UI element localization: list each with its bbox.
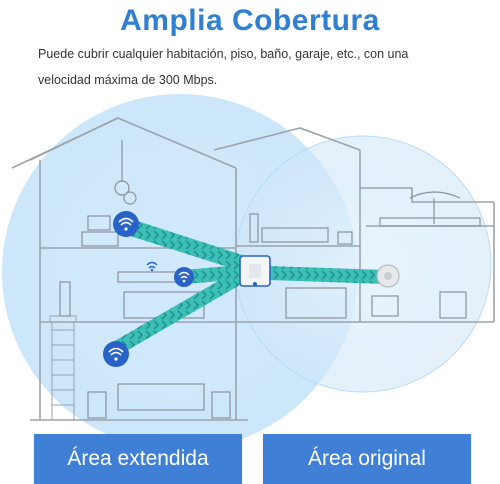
page-title: Amplia Cobertura [120,4,380,37]
wifi-icon [146,261,158,272]
wifi-node-lower [103,341,129,367]
description-line-1: Puede cubrir cualquier habitación, piso,… [38,47,409,61]
signal-beams [106,218,386,358]
router-device [376,264,400,288]
extended-area-button[interactable]: Área extendida [34,434,242,484]
repeater-device [239,255,271,287]
original-coverage-circle [234,135,492,393]
wifi-node-middle [174,267,194,287]
stairs [49,315,77,420]
description-line-2: velocidad máxima de 300 Mbps. [38,73,218,87]
wifi-node-upper [113,211,139,237]
description: Puede cubrir cualquier habitación, piso,… [38,41,468,93]
original-area-button[interactable]: Área original [263,434,471,484]
